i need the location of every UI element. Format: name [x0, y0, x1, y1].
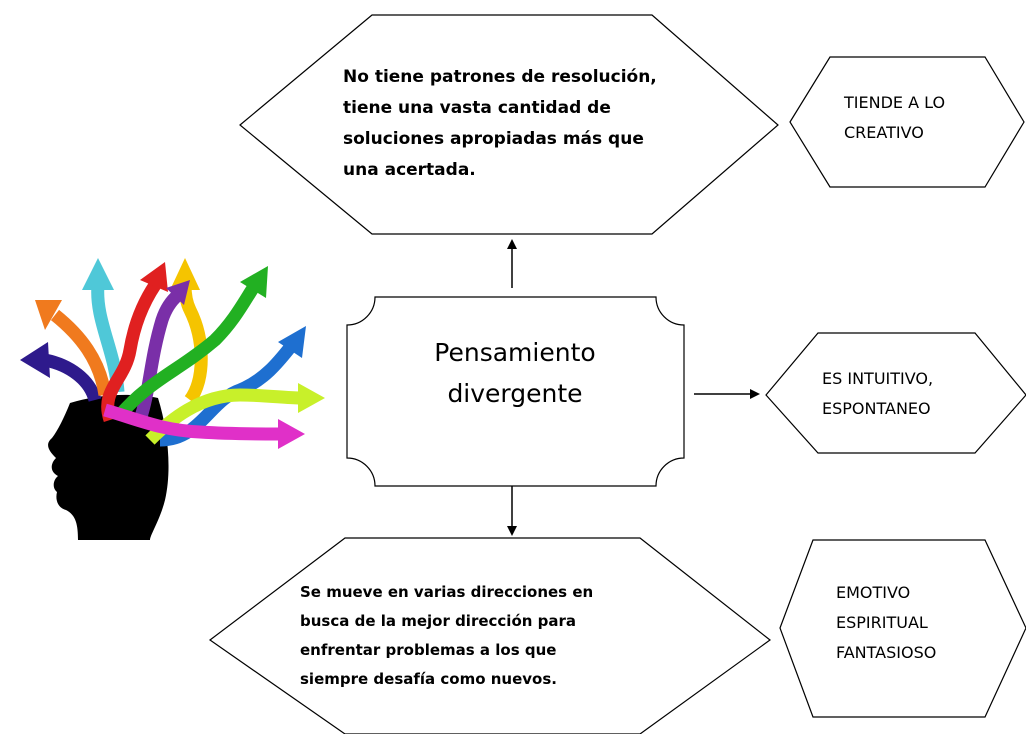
- side-middle-line: ESPONTANEO: [822, 399, 931, 418]
- bottom-hexagon-line: siempre desafía como nuevos.: [300, 670, 557, 688]
- center-title-line1: Pensamiento: [434, 338, 596, 367]
- center-plaque: [346, 296, 685, 487]
- side-top-line: CREATIVO: [844, 123, 924, 142]
- bottom-hexagon-line: busca de la mejor dirección para: [300, 612, 577, 630]
- side-bottom-line: ESPIRITUAL: [836, 613, 928, 632]
- top-hexagon: [239, 14, 779, 235]
- side-hexagon-top: [789, 56, 1025, 188]
- side-bottom-text: EMOTIVO ESPIRITUAL FANTASIOSO: [836, 578, 986, 668]
- side-hexagon-middle: [765, 332, 1026, 454]
- side-middle-text: ES INTUITIVO, ESPONTANEO: [822, 364, 992, 424]
- side-top-text: TIENDE A LO CREATIVO: [844, 88, 994, 148]
- side-bottom-line: FANTASIOSO: [836, 643, 937, 662]
- bottom-hexagon-line: enfrentar problemas a los que: [300, 641, 557, 659]
- top-hexagon-line: No tiene patrones de resolución,: [343, 67, 657, 87]
- side-top-line: TIENDE A LO: [844, 93, 946, 112]
- top-hexagon-line: tiene una vasta cantidad de: [343, 98, 611, 118]
- center-title: Pensamiento divergente: [380, 332, 650, 414]
- top-hexagon-text: No tiene patrones de resolución, tiene u…: [343, 62, 663, 186]
- center-title-line2: divergente: [447, 379, 583, 408]
- side-bottom-line: EMOTIVO: [836, 583, 911, 602]
- bottom-hexagon: [208, 537, 771, 734]
- bottom-hexagon-line: Se mueve en varias direcciones en: [300, 583, 594, 601]
- bottom-hexagon-text: Se mueve en varias direcciones en busca …: [300, 578, 640, 694]
- side-middle-line: ES INTUITIVO,: [822, 369, 934, 388]
- top-hexagon-line: soluciones apropiadas más que: [343, 129, 644, 149]
- side-hexagon-bottom: [779, 539, 1026, 718]
- head-with-colorful-arrows-icon: [20, 258, 325, 540]
- top-hexagon-line: una acertada.: [343, 160, 476, 180]
